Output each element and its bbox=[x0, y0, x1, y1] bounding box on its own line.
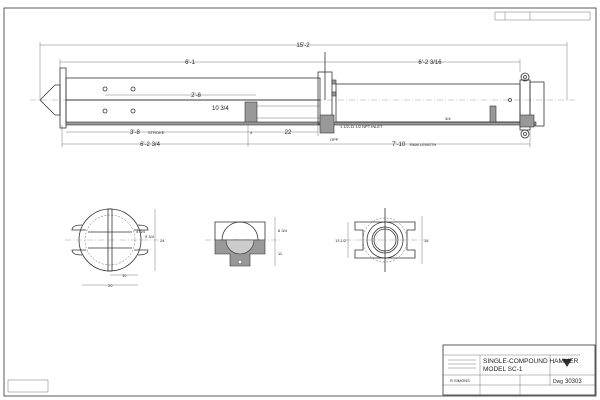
revision-box bbox=[494, 11, 591, 21]
dim-left-section: 6'-1 bbox=[185, 60, 195, 66]
dwg-number: 30303 bbox=[565, 379, 582, 385]
title-block bbox=[442, 344, 596, 396]
inlet-port bbox=[319, 114, 335, 134]
dim-end-height: 18 bbox=[424, 238, 429, 243]
dim-stroke-label: STROKE bbox=[148, 130, 165, 135]
dim-flange-inner: 9 3/4 bbox=[145, 234, 155, 239]
dim-lower-left: 6'-2 3/4 bbox=[140, 142, 160, 148]
end-view-cap bbox=[345, 208, 425, 272]
dim-flange-overall: 20 bbox=[108, 283, 113, 288]
dwg-label: Dwg bbox=[553, 379, 563, 385]
dim-section-height: 11 bbox=[278, 251, 283, 256]
dim-inlet-offset: 22 bbox=[285, 130, 292, 136]
dim-flange-small: 4 3/4 bbox=[136, 229, 146, 234]
dim-right-section: 6'-2 3/16 bbox=[418, 60, 442, 66]
drawn-by: R.SIMONS bbox=[450, 378, 470, 383]
drawing-title: SINGLE-COMPOUND HAMMER bbox=[483, 358, 579, 365]
dim-rod: 3/4 bbox=[445, 116, 451, 121]
dim-bore: 10 3/4 bbox=[212, 106, 229, 112]
end-view-flange bbox=[65, 208, 160, 286]
dim-ram-length-label: RAM LENGTH bbox=[410, 142, 436, 147]
piston bbox=[244, 101, 258, 125]
dim-flange-width: 10 bbox=[122, 273, 127, 278]
lower-cylinder bbox=[65, 99, 321, 125]
dim-end-inner: 13 1/2 bbox=[335, 238, 347, 243]
company-logo bbox=[562, 359, 572, 367]
dim-stroke: 3'-8 bbox=[130, 130, 140, 136]
dim-overall: 15'-2 bbox=[296, 43, 310, 49]
dim-flange-height: 24 bbox=[160, 238, 165, 243]
ram-rod bbox=[65, 121, 537, 126]
section-view bbox=[205, 217, 280, 267]
left-flange bbox=[59, 67, 67, 129]
inlet-note: 1 1/2-11 1/2 NPT INLET bbox=[340, 124, 383, 129]
sheet-border bbox=[3, 7, 597, 397]
dim-inner-length: 2'-8 bbox=[191, 93, 201, 99]
corner-box bbox=[7, 379, 49, 393]
dim-ram-length: 7'-10 bbox=[392, 142, 406, 148]
drawing-model: MODEL SC-1 bbox=[483, 366, 523, 373]
dim-stroke-gap: 4 bbox=[250, 130, 253, 135]
right-cap bbox=[529, 81, 545, 127]
elevation-view bbox=[30, 52, 575, 139]
opp-note: OPP bbox=[330, 137, 339, 142]
dim-section-top: 6 3/4 bbox=[278, 228, 288, 233]
dimension-lines bbox=[39, 42, 568, 147]
